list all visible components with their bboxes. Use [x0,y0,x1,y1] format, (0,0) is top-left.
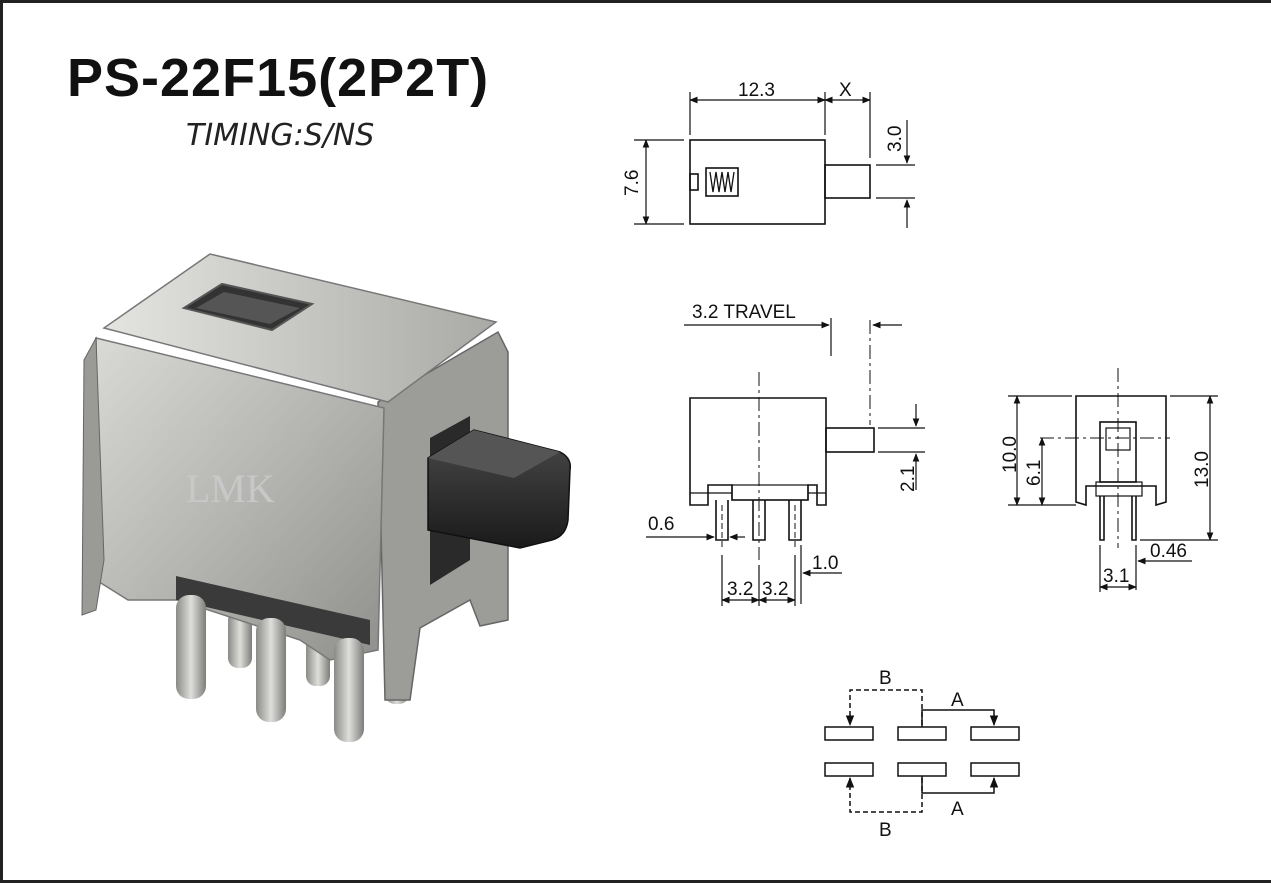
dim-pin-thickness: 0.46 [1150,541,1187,562]
timing-label: TIMING:S/NS [186,118,375,153]
circuit-diagram [824,689,1020,813]
dim-pitch-left: 3.2 [727,579,753,600]
pin [256,618,286,722]
circuit-label-b-top: B [879,668,892,689]
dim-body-height: 10.0 [1000,436,1021,473]
pin [228,610,252,668]
pin [715,500,729,541]
contact-pad [970,726,1020,741]
circuit-label-a-top: A [951,690,964,711]
circuit-label-a-bottom: A [951,799,964,820]
dim-actuator-offset: 2.1 [898,466,919,492]
model-title: PS-22F15(2P2T) [67,48,490,108]
top-view-actuator [824,164,871,199]
contact-pad [897,726,947,741]
top-view-notch [689,173,699,191]
pin [788,500,802,541]
top-view [634,92,915,228]
dim-actuator-width: 3.0 [885,126,906,152]
pin [176,595,206,699]
side-view-body [689,397,827,506]
top-view-body [689,139,826,225]
top-face [102,253,498,403]
end-view [1008,368,1218,592]
dim-extension: X [839,80,852,101]
dim-total-height: 13.0 [1192,451,1213,488]
contact-pad [897,762,947,777]
dim-pin-edge: 1.0 [812,553,838,574]
side-view-actuator [825,427,875,453]
pin [1131,496,1137,541]
dim-center-height: 6.1 [1024,460,1045,486]
circuit-label-b-bottom: B [879,820,892,841]
side-view [646,318,925,606]
contact-pad [970,762,1020,777]
dim-height: 7.6 [622,170,643,196]
brand-mark: LMK [186,466,275,511]
front-face [95,337,385,661]
dim-pin-span: 3.1 [1103,566,1129,587]
travel-label: 3.2 TRAVEL [692,302,796,323]
dim-pitch-right: 3.2 [762,579,788,600]
spring-window [705,167,739,197]
contact-pad [824,726,874,741]
housing-base [176,576,370,645]
pin [1099,496,1105,541]
pin [334,638,364,742]
spring-icon [709,171,735,193]
contact-pad [824,762,874,777]
end-view-body [1075,395,1167,507]
dim-pin-width: 0.6 [648,514,674,535]
switch-photo: LMK [81,253,572,742]
dim-length: 12.3 [738,80,775,101]
